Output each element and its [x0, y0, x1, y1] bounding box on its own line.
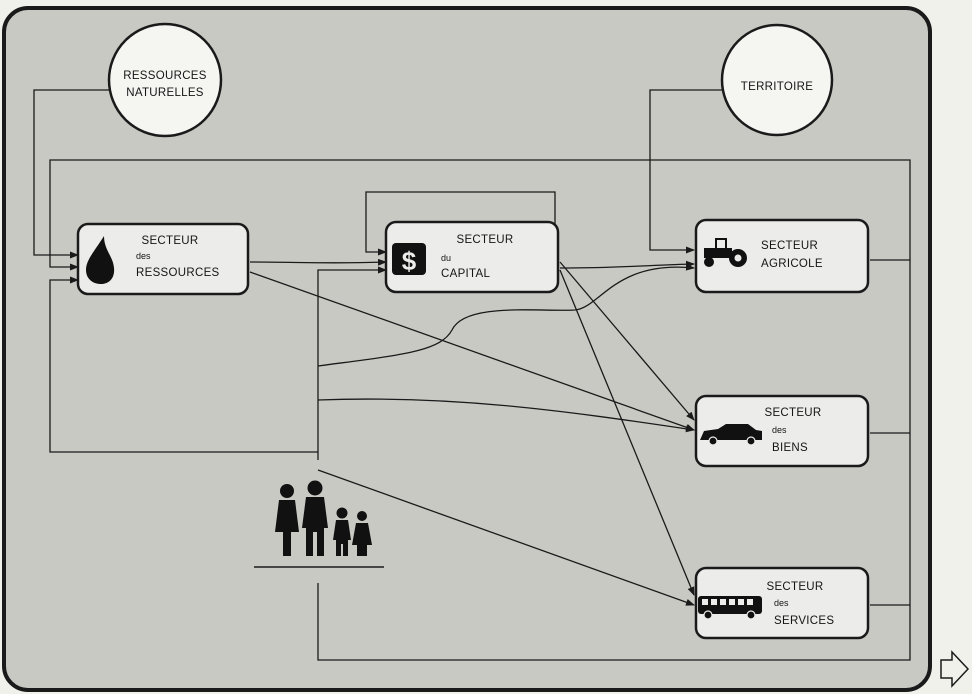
arrow-right-outline-icon[interactable]: [940, 650, 970, 688]
sector-label-line3: BIENS: [772, 442, 808, 454]
sector-label-line2: du: [441, 253, 451, 263]
sector-label-line3: SERVICES: [774, 615, 834, 627]
drop-icon: [86, 236, 115, 284]
sector-ressources: SECTEUR des RESSOURCES: [76, 222, 250, 296]
sector-capital: $ SECTEUR du CAPITAL: [384, 220, 560, 294]
family-icon: [275, 480, 372, 556]
connections: [33, 89, 911, 661]
tractor-icon: [704, 238, 747, 267]
sector-label-line1: SECTEUR: [764, 407, 821, 419]
sector-label-line1: SECTEUR: [761, 240, 818, 252]
car-icon: [700, 424, 762, 446]
svg-text:$: $: [402, 246, 417, 276]
sector-label-line3: RESSOURCES: [136, 267, 220, 279]
sector-label-line2: des: [772, 425, 787, 435]
circle-label: TERRITOIRE: [741, 81, 813, 93]
sector-label-line1: SECTEUR: [766, 581, 823, 593]
sector-label-line2: AGRICOLE: [761, 258, 823, 270]
sector-label-line2: des: [136, 251, 151, 261]
sector-label-line3: CAPITAL: [441, 268, 490, 280]
bus-icon: [698, 596, 762, 620]
circle-label-line2: NATURELLES: [126, 87, 204, 99]
sector-services: SECTEUR des SERVICES: [694, 566, 870, 640]
sector-label-line1: SECTEUR: [456, 234, 513, 246]
dollar-icon: $: [392, 243, 426, 276]
sector-agricole: SECTEUR AGRICOLE: [694, 218, 870, 294]
circle-label-line1: RESSOURCES: [123, 70, 207, 82]
sector-biens: SECTEUR des BIENS: [694, 394, 870, 468]
sector-label-line2: des: [774, 598, 789, 608]
sector-label-line1: SECTEUR: [141, 235, 198, 247]
circle-territoire: TERRITOIRE: [720, 23, 834, 137]
circle-ressources-naturelles: RESSOURCES NATURELLES: [107, 22, 223, 138]
